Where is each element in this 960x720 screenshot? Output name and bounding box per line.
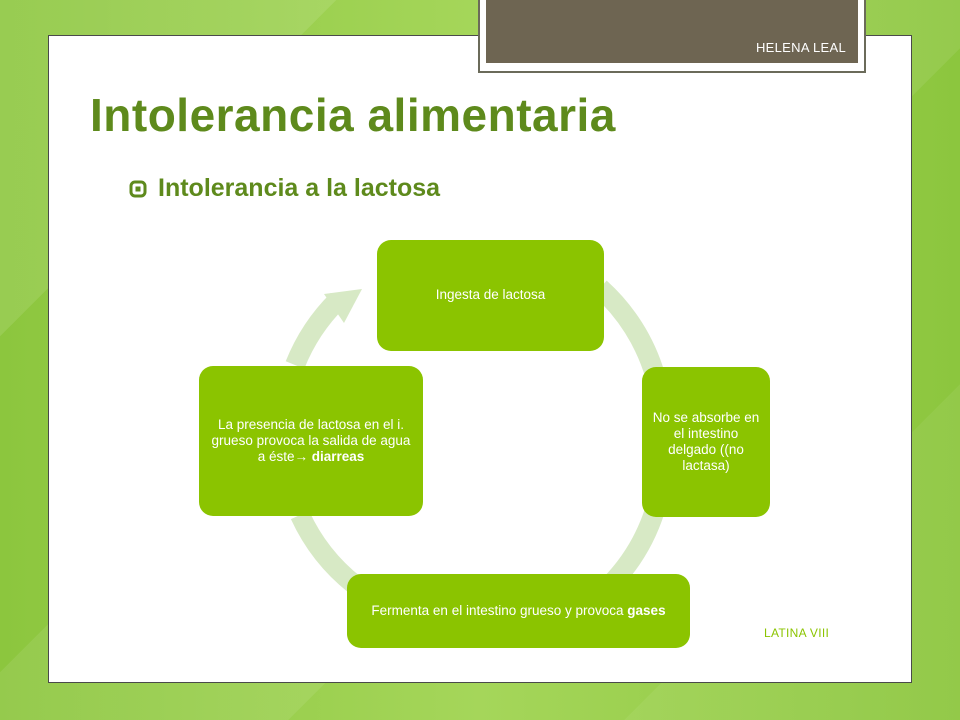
node-text: Ingesta de lactosa: [435, 287, 546, 303]
author-box: HELENA LEAL: [486, 0, 858, 63]
footer-label: LATINA VIII: [764, 626, 830, 640]
node-text: Fermenta en el intestino grueso y provoc…: [371, 603, 665, 619]
cycle-node-ingesta: Ingesta de lactosa: [377, 240, 604, 351]
node-text: No se absorbe en el intestino delgado ((…: [652, 409, 760, 474]
arrow-icon: →: [294, 449, 308, 465]
node-text-bold: gases: [627, 602, 666, 618]
square-bullet-icon: [128, 179, 148, 199]
cycle-arrowhead: [324, 289, 362, 323]
bullet-item: Intolerancia a la lactosa: [128, 174, 440, 203]
node-text: La presencia de lactosa en el i. grueso …: [209, 417, 413, 466]
cycle-arc-3: [290, 510, 362, 593]
slide-title: Intolerancia alimentaria: [90, 89, 616, 141]
cycle-arc-1: [593, 280, 665, 379]
bullet-text: Intolerancia a la lactosa: [158, 174, 441, 202]
cycle-node-fermenta: Fermenta en el intestino grueso y provoc…: [347, 574, 690, 648]
node-text-prefix: Fermenta en el intestino grueso y provoc…: [371, 602, 628, 618]
cycle-node-no-absorbe: No se absorbe en el intestino delgado ((…: [642, 367, 770, 517]
cycle-arc-4: [285, 292, 346, 369]
node-text-bold: diarreas: [307, 449, 365, 465]
node-text-prefix: La presencia de lactosa en el i. grueso …: [211, 416, 411, 465]
author-name: HELENA LEAL: [755, 40, 846, 55]
cycle-node-diarreas: La presencia de lactosa en el i. grueso …: [199, 366, 423, 516]
